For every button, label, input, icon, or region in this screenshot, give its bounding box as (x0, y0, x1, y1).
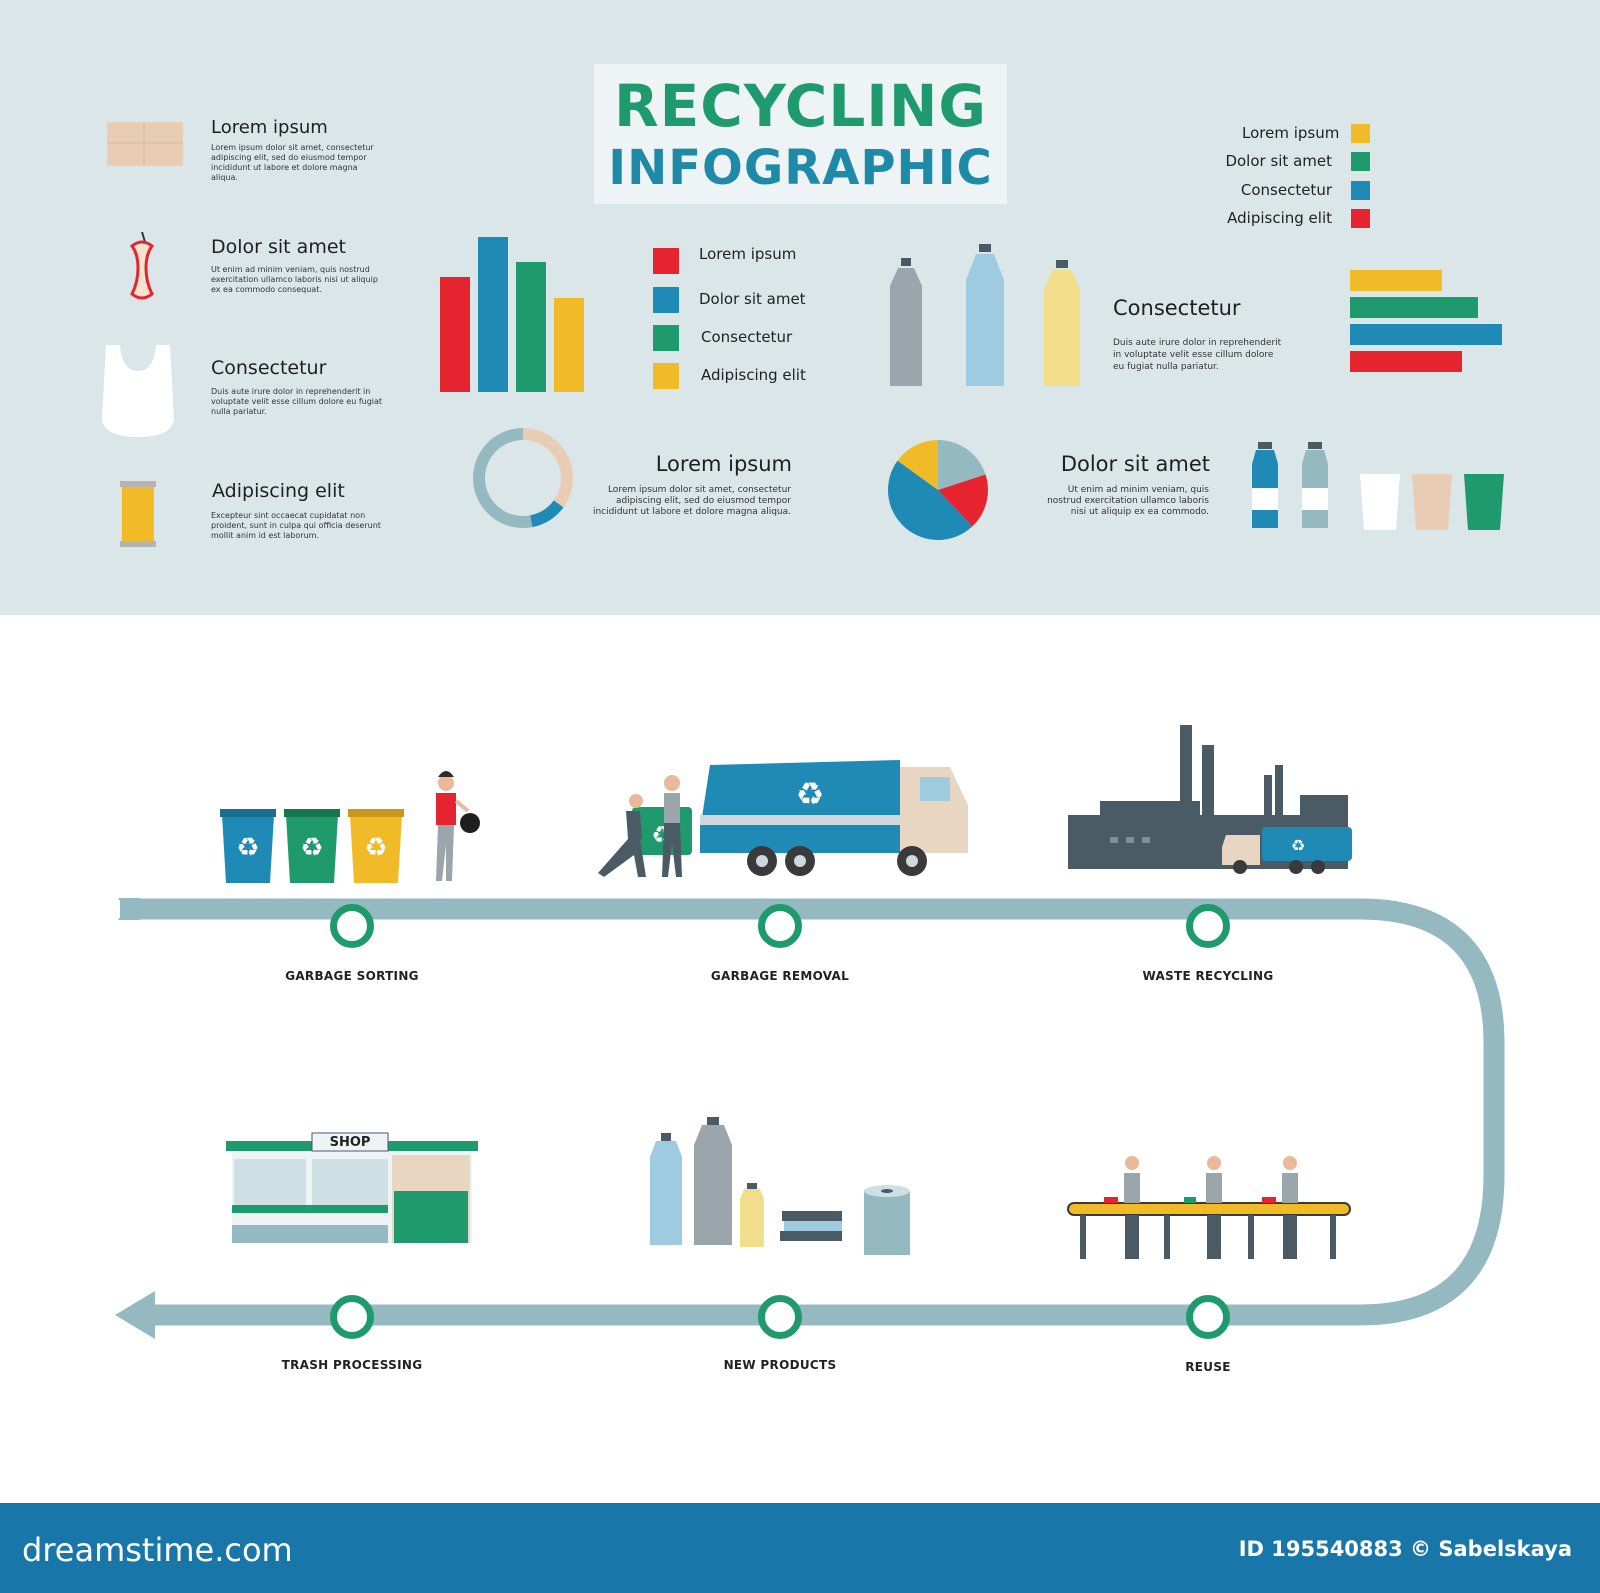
factory-illustration (1068, 725, 1348, 869)
bar-mark (1350, 351, 1462, 372)
step-label-new-products: NEW PRODUCTS (723, 1358, 837, 1372)
left-item-heading: Adipiscing elit (212, 480, 345, 502)
donut-slice (472, 428, 533, 528)
recycling-bins-illustration: ♻ ♻ ♻ (220, 809, 404, 883)
pie-chart (888, 440, 988, 540)
top-right-legend-label: Dolor sit amet (1225, 152, 1332, 170)
bar-mark (478, 237, 508, 392)
footer-image-id: ID 195540883 © Sabelskaya (1238, 1537, 1572, 1561)
recycle-icon: ♻ (236, 833, 259, 863)
legend-swatch-green (653, 325, 679, 351)
bar-mark (440, 277, 470, 392)
process-track: ♻ ♻ ♻ ♻ ♻ (115, 725, 1505, 1339)
bottle-icon (966, 244, 1004, 386)
shop-illustration (226, 1132, 478, 1243)
left-item-heading: Consectetur (211, 357, 327, 379)
step-label-garbage-removal: GARBAGE REMOVAL (710, 969, 850, 983)
bar-mark (1350, 270, 1442, 291)
bottle-icon (1252, 442, 1278, 528)
cup-icon (1464, 474, 1504, 530)
pie-slice (888, 460, 973, 540)
step-marker (758, 1295, 802, 1339)
step-label-waste-recycling: WASTE RECYCLING (1142, 969, 1274, 983)
left-item-heading: Lorem ipsum (211, 117, 328, 138)
step-marker (758, 904, 802, 948)
woman-with-trash-bag-illustration (436, 771, 480, 881)
title-line-2: INFOGRAPHIC (608, 140, 993, 196)
bar-mark (554, 298, 584, 392)
legend-swatch-red (1351, 209, 1370, 228)
donut-heading: Lorem ipsum (655, 452, 792, 476)
bar-legend-label: Consectetur (701, 328, 793, 346)
step-label-reuse: REUSE (1185, 1360, 1231, 1374)
legend-swatch-blue (653, 287, 679, 313)
new-products-illustration (650, 1117, 910, 1255)
step-label-trash-processing: TRASH PROCESSING (281, 1358, 423, 1372)
pie-slice (938, 474, 988, 527)
donut-slice (530, 500, 564, 528)
title-box: RECYCLING INFOGRAPHIC (594, 64, 1007, 204)
tin-can-icon (120, 481, 156, 547)
bottle-icon (1302, 442, 1328, 528)
bar-mark (1350, 324, 1502, 345)
left-item-body: Duis aute irure dolor in reprehenderit i… (211, 387, 383, 416)
conveyor-workers-illustration (1067, 1156, 1351, 1259)
cup-icon (1412, 474, 1452, 530)
bar-legend-label: Adipiscing elit (701, 366, 806, 384)
bottle-icon (890, 258, 922, 386)
title-line-1: RECYCLING (613, 72, 988, 140)
legend-swatch-yellow (653, 363, 679, 389)
left-item-heading: Dolor sit amet (211, 236, 346, 258)
legend-swatch-yellow (1351, 124, 1370, 143)
bar-mark (1350, 297, 1478, 318)
step-marker (330, 1295, 374, 1339)
donut-slice (523, 428, 573, 508)
cardboard-icon (107, 122, 183, 166)
garbage-truck-illustration: ♻ (700, 760, 968, 876)
top-right-legend-label: Lorem ipsum (1242, 124, 1340, 142)
recycle-icon: ♻ (300, 833, 323, 863)
step-label-garbage-sorting: GARBAGE SORTING (285, 969, 419, 983)
step-marker (1186, 1295, 1230, 1339)
apple-core-icon (129, 231, 155, 300)
bottles-illustration (890, 244, 1080, 386)
bottles-and-cups-illustration (1252, 442, 1504, 530)
pie-slice (938, 440, 986, 490)
donut-chart (472, 428, 573, 528)
legend-swatch-green (1351, 152, 1370, 171)
footer-logo[interactable]: dreamstime.com (22, 1531, 293, 1569)
workers-with-container-illustration: ♻ (598, 775, 692, 877)
horizontal-bar-chart (1350, 270, 1502, 372)
bar-legend-label: Lorem ipsum (699, 245, 797, 263)
bar-mark (516, 262, 546, 392)
bottles-heading: Consectetur (1113, 296, 1241, 320)
recycle-icon: ♻ (796, 775, 825, 813)
recycle-icon: ♻ (1291, 836, 1305, 855)
shop-sign: SHOP (329, 1135, 371, 1150)
recycle-icon: ♻ (364, 833, 387, 863)
step-marker (330, 904, 374, 948)
small-garbage-truck-illustration: ♻ (1222, 827, 1352, 874)
footer-bar: dreamstime.com ID 195540883 © Sabelskaya (0, 1503, 1600, 1593)
bar-legend-label: Dolor sit amet (699, 290, 806, 308)
pie-heading: Dolor sit amet (1060, 452, 1210, 476)
plastic-bag-icon (102, 345, 174, 437)
step-marker (1186, 904, 1230, 948)
top-right-legend-label: Consectetur (1240, 181, 1332, 199)
legend-swatch-blue (1351, 181, 1370, 200)
pie-slice (897, 440, 938, 490)
legend-swatch-red (653, 248, 679, 274)
vertical-bar-chart (440, 237, 584, 392)
bottle-icon (1044, 260, 1080, 386)
top-right-legend-label: Adipiscing elit (1227, 209, 1332, 227)
cup-icon (1360, 474, 1400, 530)
